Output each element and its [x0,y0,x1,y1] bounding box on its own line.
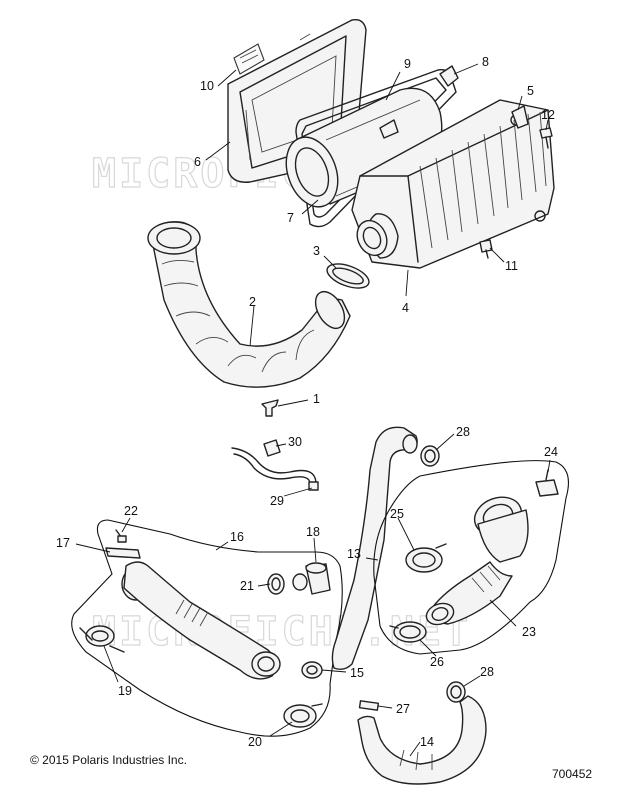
intake-group-outline [373,460,569,655]
clip-part [439,65,459,87]
callout-7: 7 [287,211,294,225]
hose-clamp-part-19 [79,625,125,653]
callout-23: 23 [522,625,536,639]
bracket-part-17 [105,547,141,559]
clamp-part-21 [267,573,308,595]
clamp-part-15 [301,661,323,679]
callout-20: 20 [248,735,262,749]
breather-hose-part [231,447,319,491]
callout-4: 4 [402,301,409,315]
intake-duct-part [147,221,351,388]
hose-clamp-part-26 [389,621,427,643]
callout-30: 30 [288,435,302,449]
copyright-text: © 2015 Polaris Industries Inc. [30,753,187,767]
o-ring-part-28-upper [420,445,440,467]
sensor-part-24 [535,469,559,497]
callout-6: 6 [194,155,201,169]
air-filter-part [285,87,443,208]
screw-part-11 [479,239,493,259]
breather-tube-part [121,561,281,680]
callout-8: 8 [482,55,489,69]
fitting-part-18 [305,562,331,595]
callout-5: 5 [527,84,534,98]
callout-2: 2 [249,295,256,309]
hose-clamp-part-20 [283,703,323,728]
push-rivet-part [261,399,279,417]
clip-part-5 [511,105,529,129]
diagram-number: 700452 [552,767,593,781]
callout-11: 11 [505,259,518,273]
callout-17: 17 [56,536,70,550]
callout-25: 25 [390,507,404,521]
hose-clip-part-30 [263,439,281,457]
hose-clamp-part-3 [326,263,370,289]
callout-19: 19 [118,684,132,698]
callout-3: 3 [313,244,320,258]
leader-lines [75,63,551,757]
callout-28-upper: 28 [456,425,470,439]
callout-10: 10 [200,79,214,93]
callout-24: 24 [544,445,558,459]
callout-21: 21 [240,579,254,593]
airbox-base-part [351,99,555,269]
hose-part-14 [357,695,487,785]
breather-group-outline [71,519,343,737]
fitting-part-27 [358,700,380,711]
callout-9: 9 [404,57,411,71]
callout-18: 18 [306,525,320,539]
callout-13: 13 [347,547,361,561]
intake-boot-part-23 [425,496,529,626]
callout-12: 12 [541,108,555,122]
callout-26: 26 [430,655,444,669]
callout-15: 15 [350,666,364,680]
callout-28-lower: 28 [480,665,494,679]
callout-16: 16 [230,530,244,544]
callout-22: 22 [124,504,138,518]
screw-part-22 [115,529,127,543]
callout-labels: 10 6 9 8 5 12 7 3 4 11 2 1 30 29 22 17 1… [56,55,558,749]
hose-clamp-part-25 [405,543,447,573]
callout-27: 27 [396,702,410,716]
label-decal-part [233,43,265,75]
o-ring-part-28-lower [446,681,466,703]
callout-29: 29 [270,494,284,508]
callout-14: 14 [420,735,434,749]
callout-1: 1 [313,392,320,406]
